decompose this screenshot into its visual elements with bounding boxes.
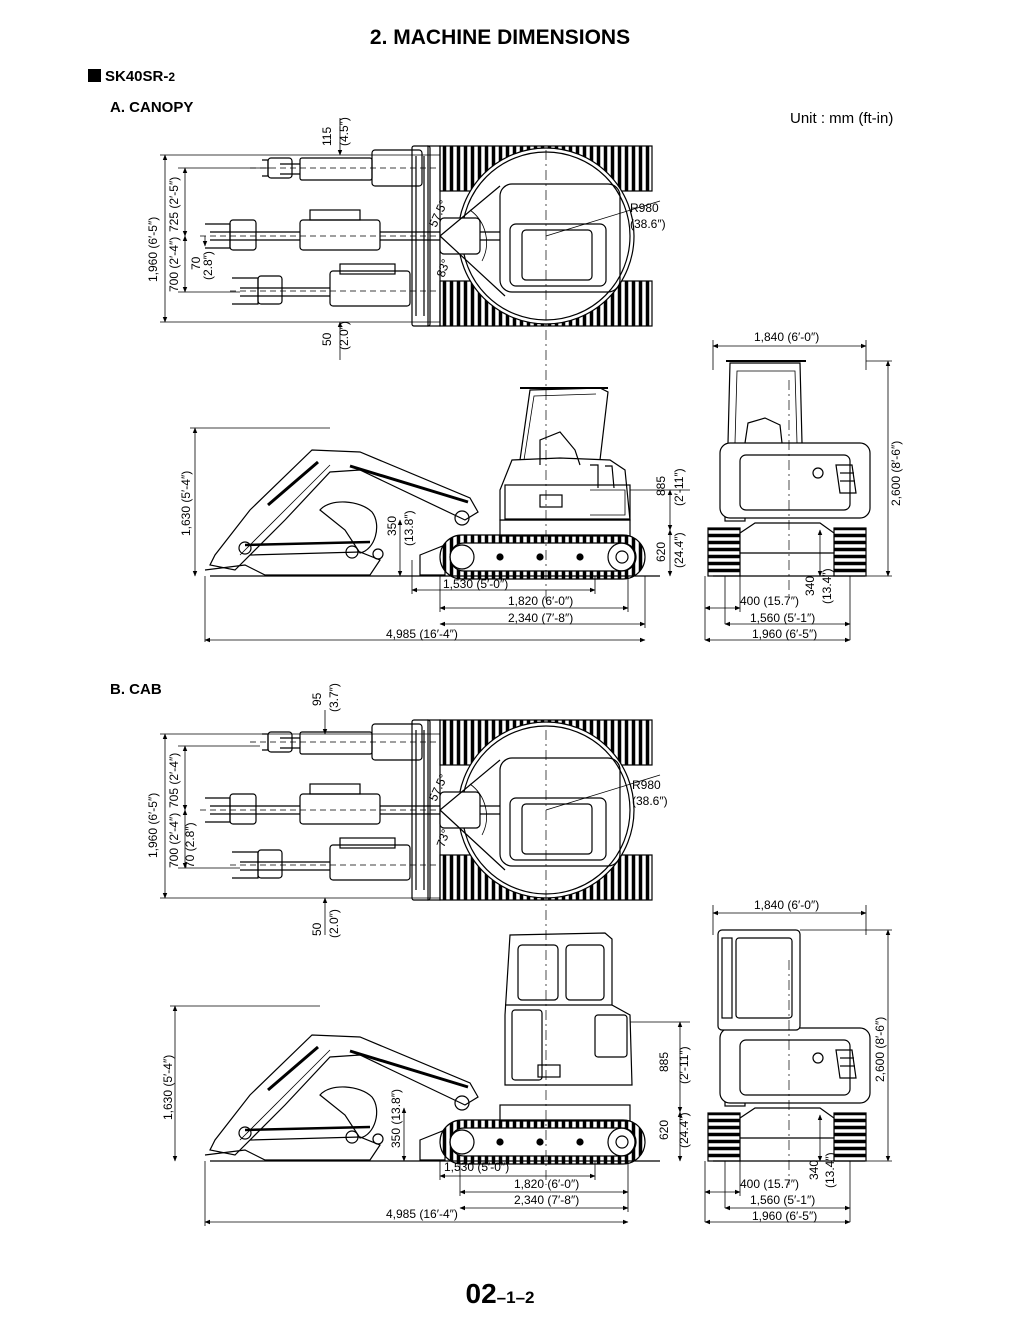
cab-track-gauge: 1,560 (5′-1″) [750,1193,815,1207]
track-gauge: 1,560 (5′-1″) [750,611,815,625]
cab-front-overall-width: 1,960 (6′-5″) [752,1209,817,1223]
canopy-plan-view: 115 (4.5″) 1,960 (6′-5″) 725 (2′-5″) 700… [146,117,666,360]
cab-plan-top-offset-ft: (3.7″) [327,683,341,712]
page-number-sub: –1–2 [496,1288,535,1307]
cab-plan-bottom-offset: 50 [310,922,324,936]
cab-counterweight-clearance-ft: (2′-11″) [677,1046,691,1084]
track-length: 1,820 (6′-0″) [508,594,573,608]
cab-swing-radius-ft: (38.6″) [632,794,668,808]
cab-front-view: 1,840 (6′-0″) 2,600 (8′-6″) 400 (15.7″) … [704,898,892,1225]
page-title: 2. MACHINE DIMENSIONS [369,26,631,49]
swing-radius-ft: (38.6″) [630,217,666,231]
cab-track-length: 1,820 (6′-0″) [514,1177,579,1191]
front-overall-width: 1,960 (6′-5″) [752,627,817,641]
plan-offset-b: 700 (2′-4″) [167,237,181,292]
cab-counterweight-clearance: 885 [657,1052,671,1072]
cab-plan-overall-width: 1,960 (6′-5″) [146,793,160,858]
cab-plan-view: 95 (3.7″) 1,960 (6′-5″) 705 (2′-4″) 700 … [146,683,668,938]
plan-offset-a: 725 (2′-5″) [167,177,181,232]
counterweight-clearance-ft: (2′-11″) [672,468,686,506]
ground-clearance: 340 [803,576,817,596]
cab-blade-height: 350 (13.8″) [389,1089,403,1148]
shoe-width: 400 (15.7″) [740,594,799,608]
plan-overall-width: 1,960 (6′-5″) [146,217,160,282]
blade-height-ft: (13.8″) [402,510,416,546]
cab-track-height: 620 [657,1120,671,1140]
plan-offset-c: 70 [189,256,203,270]
cab-width: 1,840 (6′-0″) [754,898,819,912]
dig-depth: 1,630 (5′-4″) [179,471,193,536]
canopy-front-view: 1,840 (6′-0″) 2,600 (8′-6″) 400 (15.7″) … [704,330,903,643]
canopy-side-view: 1,630 (5′-4″) 350 (13.8″) 885 (2′-11″) 6… [179,150,690,643]
plan-bottom-offset-ft: (2.0″) [337,321,351,350]
square-bullet-icon [88,69,101,82]
swing-radius: R980 [630,201,659,215]
overall-height: 2,600 (8′-6″) [889,441,903,506]
plan-offset-c-ft: (2.8″) [201,251,215,280]
cab-plan-bottom-offset-ft: (2.0″) [327,909,341,938]
counterweight-clearance: 885 [654,476,668,496]
cab-plan-offset-c: 70 (2.8″) [183,822,197,868]
blade-height: 350 [385,516,399,536]
canopy-width: 1,840 (6′-0″) [754,330,819,344]
cab-plan-offset-a: 705 (2′-4″) [167,753,181,808]
plan-top-offset-ft: (4.5″) [337,117,351,146]
cab-swing-radius: R980 [632,778,661,792]
ground-clearance-ft: (13.4″) [820,568,834,604]
overall-length: 4,985 (16′-4″) [386,627,458,641]
cab-ground-clearance-ft: (13.4″) [823,1152,837,1188]
cab-overall-length: 4,985 (16′-4″) [386,1207,458,1221]
ground-length: 2,340 (7′-8″) [508,611,573,625]
plan-bottom-offset: 50 [320,332,334,346]
cab-dig-depth: 1,630 (5′-4″) [161,1055,175,1120]
cab-ground-clearance: 340 [807,1160,821,1180]
model-name: SK40SR- [105,68,169,85]
unit-note: Unit : mm (ft-in) [790,110,894,127]
tumbler-distance: 1,530 (5′-0″) [443,577,508,591]
track-height-ft: (24.4″) [672,532,686,568]
model-heading: SK40SR-2 [88,68,175,85]
page-number-main: 02 [465,1278,497,1309]
page-number: 02–1–2 [0,1278,1000,1310]
cab-overall-height: 2,600 (8′-6″) [873,1017,887,1082]
section-cab-label: B. CAB [110,681,162,698]
swing-angle-right: 83° [434,257,453,279]
section-canopy-label: A. CANOPY [110,99,194,116]
cab-swing-angle-right: 73° [434,827,453,849]
track-height: 620 [654,542,668,562]
cab-side-view: 1,630 (5′-4″) 350 (13.8″) 885 (2′-11″) 6… [161,730,691,1226]
plan-top-offset: 115 [320,127,334,146]
model-version: 2 [168,70,176,84]
cab-ground-length: 2,340 (7′-8″) [514,1193,579,1207]
cab-shoe-width: 400 (15.7″) [740,1177,799,1191]
cab-plan-offset-b: 700 (2′-4″) [167,813,181,868]
cab-track-height-ft: (24.4″) [677,1112,691,1148]
cab-tumbler-distance: 1,530 (5′-0″) [444,1160,509,1174]
cab-plan-top-offset: 95 [310,692,324,706]
